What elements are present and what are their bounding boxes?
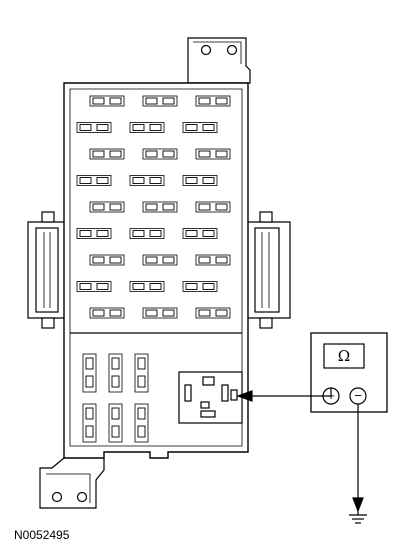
mini-fuse [89,307,125,319]
mounting-hole-icon [226,44,238,56]
mini-fuse [195,307,231,319]
mini-fuse [76,122,112,133]
relay-terminal-slot [184,384,192,402]
mini-fuse [76,175,112,186]
maxi-fuse [134,353,149,393]
maxi-fuse [82,403,97,443]
mini-fuse-grid [76,95,231,319]
mini-fuse [182,175,218,186]
mini-fuse [182,228,218,239]
negative-terminal-label: − [354,388,362,403]
mounting-hole-icon [51,491,63,503]
right-side-clip [248,211,291,329]
left-side-clip [27,211,64,329]
relay-terminal-slot [200,401,210,409]
mini-fuse [76,281,112,292]
arrowhead-icon [236,390,253,402]
mini-fuse [195,201,231,213]
mini-fuse [142,148,178,160]
ohmmeter: Ω + − [310,332,388,413]
mini-fuse [89,201,125,213]
maxi-fuse [108,403,123,443]
mini-fuse [195,95,231,107]
maxi-fuse-grid [82,353,149,443]
relay-terminal-slot [200,410,216,418]
mini-fuse [195,254,231,266]
mini-fuse [89,95,125,107]
mini-fuse [142,95,178,107]
mini-fuse [129,122,165,133]
relay-terminal-slot [230,389,238,401]
maxi-fuse [82,353,97,393]
mini-fuse [89,254,125,266]
mini-fuse [182,281,218,292]
mounting-hole-icon [76,491,88,503]
relay-terminal-slot [202,376,215,386]
mini-fuse [129,228,165,239]
relay-socket [178,371,243,424]
negative-test-lead [349,404,367,524]
mini-fuse [182,122,218,133]
maxi-fuse [108,353,123,393]
relay-terminal-slot [221,384,229,402]
ohm-symbol: Ω [338,347,350,365]
figure-id: N0052495 [14,528,70,542]
mini-fuse [142,201,178,213]
mini-fuse [129,175,165,186]
mini-fuse [195,148,231,160]
bottom-mounting-bracket [39,457,105,509]
maxi-fuse [134,403,149,443]
mini-fuse [89,148,125,160]
mounting-hole-icon [200,44,212,56]
arrowhead-icon [352,497,364,513]
mini-fuse [76,228,112,239]
positive-test-lead [236,388,332,402]
mini-fuse [129,281,165,292]
top-mounting-bracket [187,37,251,84]
mini-fuse [142,254,178,266]
mini-fuse [142,307,178,319]
ground-icon [349,511,367,524]
